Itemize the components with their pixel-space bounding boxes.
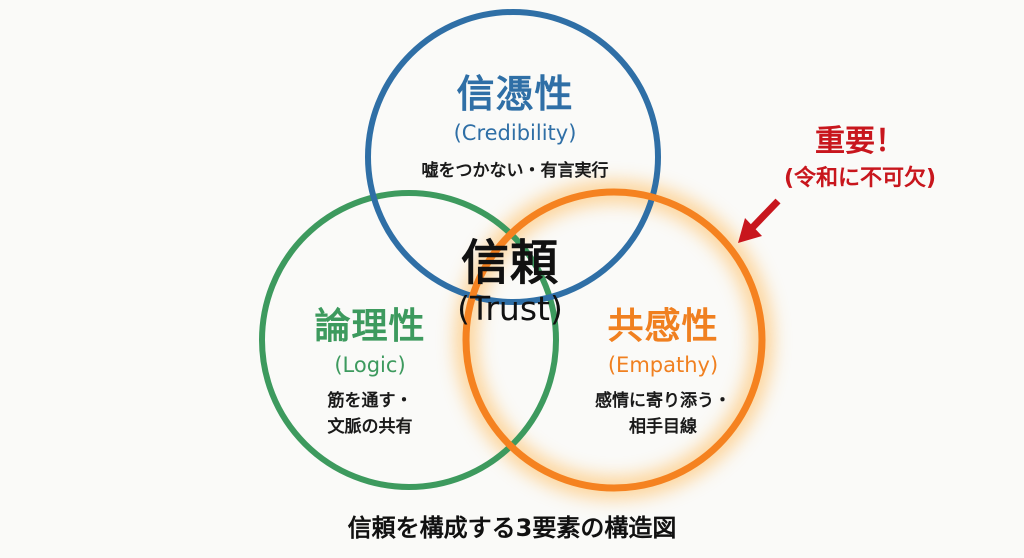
trust-title: 信頼: [460, 235, 559, 291]
annotation-subline: (令和に不可欠): [783, 166, 937, 191]
logic-description-line: 文脈の共有: [327, 417, 413, 437]
arrow-icon: [738, 198, 781, 243]
empathy-description: 感情に寄り添う・ 相手目線: [568, 388, 758, 440]
credibility-circle: [365, 9, 661, 305]
annotation-headline: 重要！: [815, 124, 905, 159]
logic-label-group: 論理性 (Logic) 筋を通す・ 文脈の共有: [290, 306, 450, 440]
empathy-title: 共感性: [607, 306, 719, 347]
empathy-description-line: 相手目線: [629, 417, 697, 437]
trust-center-label: 信頼 (Trust): [430, 236, 590, 328]
diagram-caption: 信頼を構成する3要素の構造図: [347, 514, 677, 542]
empathy-subtitle: (Empathy): [607, 353, 719, 377]
empathy-description-line: 感情に寄り添う・: [595, 391, 731, 411]
credibility-title: 信憑性: [456, 72, 574, 116]
credibility-description: 嘘をつかない・有言実行: [421, 161, 609, 181]
importance-annotation: 重要！ (令和に不可欠): [760, 124, 960, 194]
logic-title: 論理性: [314, 306, 426, 347]
credibility-subtitle: (Credibility): [453, 121, 577, 145]
credibility-label-group: 信憑性 (Credibility) 嘘をつかない・有言実行: [380, 72, 650, 184]
logic-subtitle: (Logic): [334, 353, 406, 377]
logic-description: 筋を通す・ 文脈の共有: [290, 388, 450, 440]
trust-subtitle: (Trust): [457, 289, 563, 328]
logic-circle: [259, 190, 559, 490]
empathy-circle: [462, 188, 766, 492]
empathy-label-group: 共感性 (Empathy) 感情に寄り添う・ 相手目線: [568, 306, 758, 440]
logic-description-line: 筋を通す・: [327, 391, 413, 411]
